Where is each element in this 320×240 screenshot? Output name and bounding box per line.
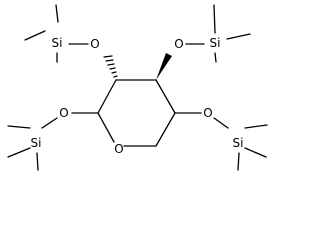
si-atom-label: Si [233,136,244,150]
oxygen-atom-label: O [203,106,212,120]
si-atom-label: Si [52,36,63,50]
pyranose-ring: O [71,53,202,156]
oxygen-atom-label: O [90,37,99,51]
oxygen-atom-label: O [174,37,183,51]
trimethylsilyl-group-bottom-left: O Si [7,106,69,171]
trimethylsilyl-group-bottom-right: O Si [203,106,268,171]
oxygen-atom-label: O [114,142,123,156]
chemical-structure-diagram: Si O O Si O [7,4,268,171]
oxygen-atom-label: O [59,106,68,120]
si-atom-label: Si [31,136,42,150]
trimethylsilyl-group-top-right: O Si [174,4,251,63]
si-atom-label: Si [210,36,221,50]
trimethylsilyl-group-top-left: Si O [24,4,100,63]
